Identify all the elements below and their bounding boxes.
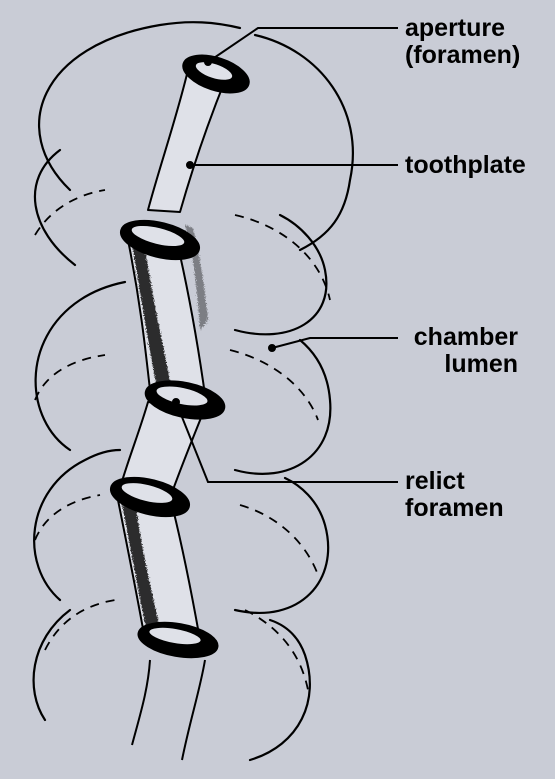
dashed-arc-5 (35, 495, 100, 540)
label-chamber-lumen: chamber lumen (405, 324, 518, 378)
label-chamber-lumen-line1: chamber (405, 324, 518, 351)
dashed-arc-6 (240, 505, 318, 575)
relict-foramen-ring-4 (136, 617, 220, 662)
label-toothplate: toothplate (405, 152, 526, 179)
dashed-arc-1 (35, 190, 105, 235)
relict-foramen-ring-3 (107, 471, 193, 523)
label-aperture-line1: aperture (405, 15, 520, 42)
tube-segment-1 (148, 70, 226, 212)
label-toothplate-line1: toothplate (405, 152, 526, 179)
tube-tail (132, 660, 205, 760)
dashed-arc-2 (235, 215, 330, 300)
chamber-arc-mid-right-2 (235, 340, 330, 474)
chamber-arc-low-right-1 (235, 478, 328, 613)
relict-foramen-ring-1 (117, 214, 203, 266)
label-aperture-line2: (foramen) (405, 42, 520, 69)
label-chamber-lumen-line2: lumen (405, 351, 518, 378)
dashed-arc-4 (230, 350, 318, 420)
chamber-arc-low-left-1 (34, 450, 120, 600)
chamber-arc-low-right-2 (250, 620, 310, 760)
label-relict-foramen: relict foramen (405, 468, 504, 522)
leader-chamber-lumen (272, 338, 398, 348)
label-aperture: aperture (foramen) (405, 15, 520, 69)
chamber-arc-top-right (255, 35, 353, 250)
label-relict-foramen-line2: foramen (405, 495, 504, 522)
dashed-arc-3 (35, 355, 105, 400)
label-relict-foramen-line1: relict (405, 468, 504, 495)
dashed-arc-7 (45, 600, 115, 650)
chamber-arc-mid-left-1 (35, 150, 75, 265)
chamber-arc-low-left-2 (34, 610, 70, 720)
chamber-arc-mid-left-2 (36, 282, 125, 450)
